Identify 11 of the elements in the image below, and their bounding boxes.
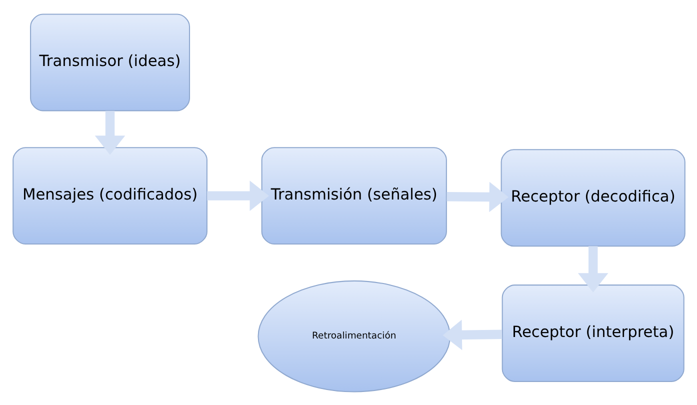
arrow: [577, 246, 608, 292]
arrow: [94, 110, 125, 154]
node-box: Receptor (decodifica): [500, 148, 685, 246]
arrow: [446, 181, 508, 212]
arrow: [206, 180, 268, 210]
node-box: Transmisor (ideas): [30, 13, 190, 111]
arrow: [442, 319, 502, 350]
node-box: Receptor (interpreta): [501, 284, 684, 382]
node-box: Transmisión (señales): [260, 146, 446, 244]
node-box: Mensajes (codificados): [12, 146, 207, 244]
node-ellipse: Retroalimentación: [257, 280, 450, 392]
